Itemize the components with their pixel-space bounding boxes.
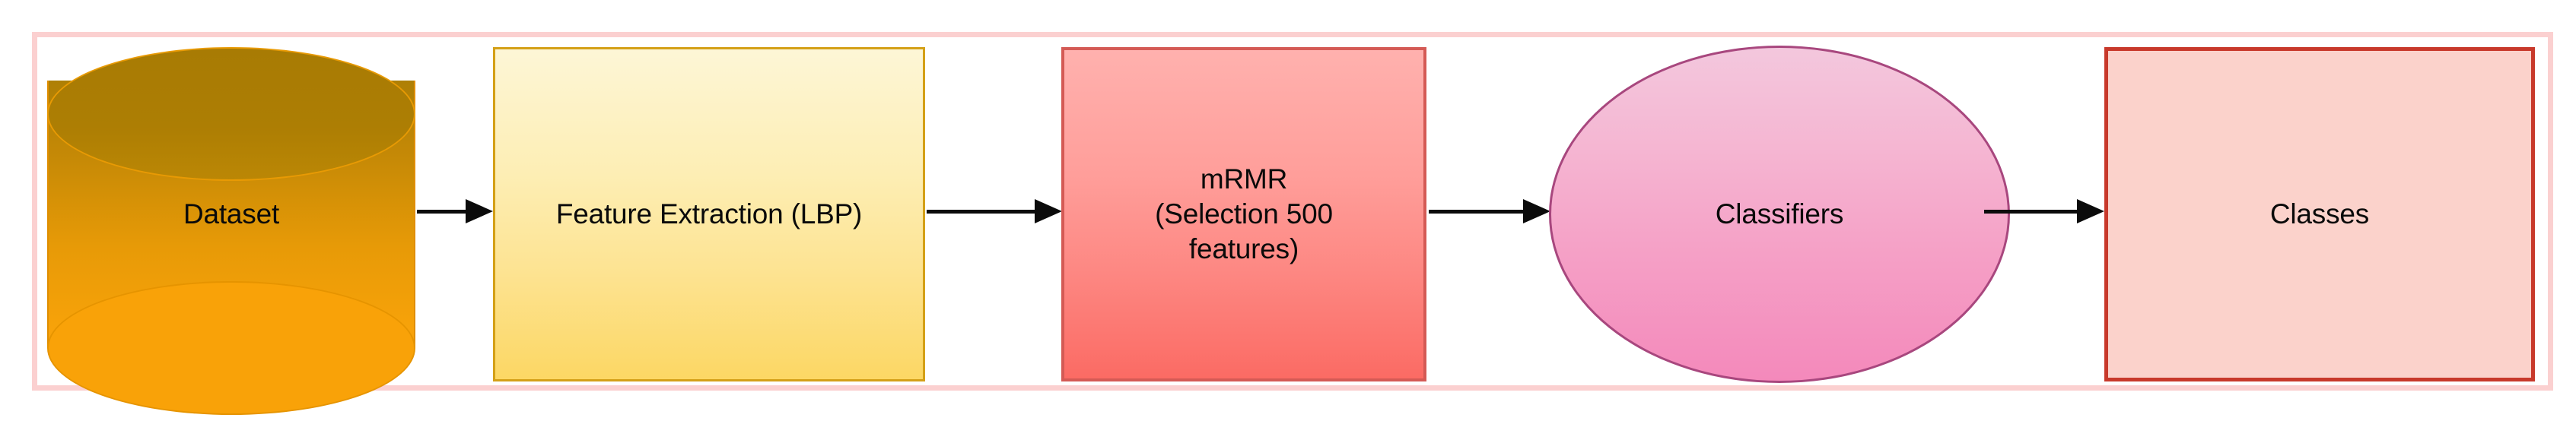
- arrow-shaft: [417, 210, 470, 214]
- arrow-head-icon: [1523, 199, 1550, 223]
- arrow-mrmr-to-classifiers: [1429, 199, 1552, 223]
- node-feature-extraction-label: Feature Extraction (LBP): [555, 198, 863, 229]
- node-feature-extraction[interactable]: Feature Extraction (LBP): [493, 47, 925, 381]
- arrow-classifiers-to-classes: [1984, 199, 2106, 223]
- arrow-head-icon: [2077, 199, 2104, 223]
- arrow-head-icon: [466, 199, 493, 223]
- arrow-shaft: [1429, 210, 1528, 214]
- node-mrmr[interactable]: mRMR (Selection 500 features): [1061, 47, 1426, 381]
- node-mrmr-label: mRMR (Selection 500 features): [1155, 163, 1333, 265]
- node-dataset-label: Dataset: [183, 198, 280, 229]
- arrow-shaft: [927, 210, 1039, 214]
- arrow-feature-extraction-to-mrmr: [927, 199, 1064, 223]
- cylinder-bottom-ellipse: [47, 281, 415, 415]
- diagram-container-frame: [32, 32, 2553, 391]
- node-dataset[interactable]: Dataset: [47, 47, 415, 415]
- node-classes-label: Classes: [2269, 198, 2370, 229]
- arrow-dataset-to-feature-extraction: [417, 199, 495, 223]
- node-classifiers-label: Classifiers: [1715, 198, 1844, 229]
- cylinder-top-ellipse: [47, 47, 415, 181]
- node-dataset-label-wrap: Dataset: [47, 47, 415, 381]
- arrow-head-icon: [1035, 199, 1062, 223]
- arrow-shaft: [1984, 210, 2081, 214]
- node-classifiers[interactable]: Classifiers: [1549, 46, 2010, 383]
- node-classes[interactable]: Classes: [2104, 47, 2535, 381]
